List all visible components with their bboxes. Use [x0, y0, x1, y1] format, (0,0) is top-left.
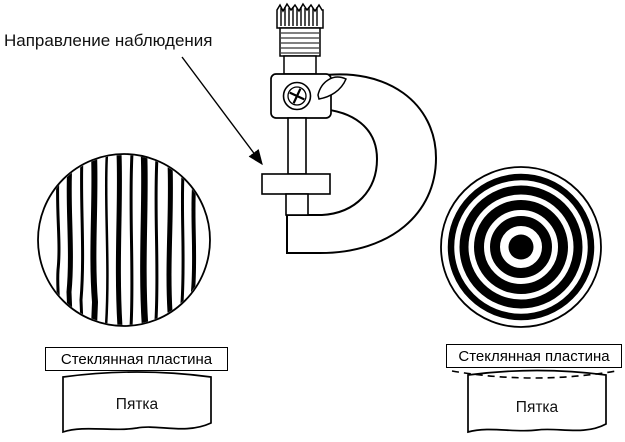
left-glass-plate-label: Стеклянная пластина: [60, 350, 213, 368]
newton-rings: [447, 173, 595, 321]
right-newton-rings-view: [440, 166, 602, 328]
micrometer-frame: [286, 73, 438, 254]
glass-plate-on-heel: [261, 173, 331, 195]
straight-fringes: [56, 155, 197, 325]
right-glass-plate-label-box: Стеклянная пластина: [446, 344, 622, 368]
observation-direction-arrow: [181, 56, 263, 166]
screw-cross-slot: [289, 88, 305, 104]
observation-direction-label: Направление наблюдения: [4, 31, 213, 50]
micrometer-ratchet: [276, 2, 324, 29]
micrometer-thimble: [279, 27, 321, 57]
right-heel-shape: [467, 369, 607, 434]
curved-surface-dashed-line: [451, 370, 617, 379]
right-heel-label: Пятка: [515, 399, 559, 416]
micrometer-illustration: [261, 2, 438, 254]
ratchet-knurling: [280, 7, 318, 26]
right-glass-plate-label: Стеклянная пластина: [458, 347, 610, 365]
left-fringes-view: [37, 153, 211, 327]
micrometer-spindle: [287, 117, 307, 175]
thimble-graduations: [281, 32, 319, 54]
left-heel-shape: [62, 371, 212, 434]
left-glass-plate-label-box: Стеклянная пластина: [45, 347, 228, 371]
left-heel-label: Пятка: [115, 396, 159, 413]
micrometer-sleeve: [283, 55, 317, 75]
clamp-lever: [317, 76, 347, 100]
micrometer-heel: [285, 193, 309, 216]
